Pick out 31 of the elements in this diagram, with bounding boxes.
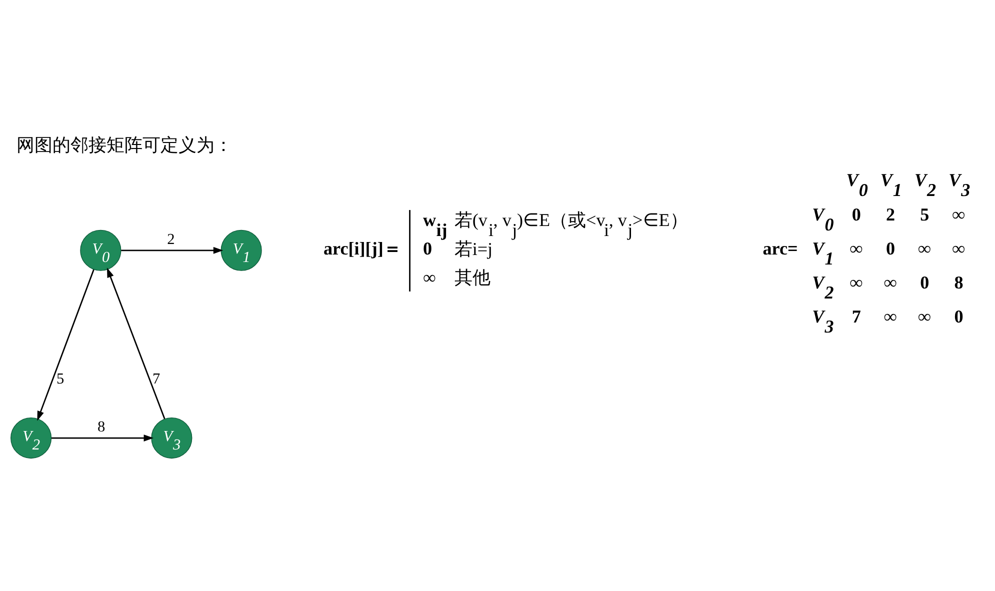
arrow: [37, 268, 94, 420]
label: ∞: [952, 204, 966, 224]
arrow: [52, 434, 154, 441]
label: 2: [886, 204, 896, 224]
label: 0: [852, 204, 861, 224]
label: 5: [920, 204, 930, 224]
label: arc=: [762, 238, 798, 258]
label: 0: [886, 238, 896, 258]
label: 0: [920, 272, 930, 292]
label: ∞: [850, 238, 863, 258]
edge-label: 5: [56, 370, 64, 387]
edge-label: 2: [167, 230, 175, 248]
arrow: [106, 267, 166, 419]
label: ∞: [884, 272, 897, 292]
label: arc[i][j]＝: [323, 238, 402, 258]
edge-label: 7: [152, 370, 160, 387]
label: ∞: [850, 272, 863, 292]
diagram-title: 网图的邻接矩阵可定义为：: [16, 134, 232, 155]
label: 其他: [454, 267, 490, 288]
label: ∞: [423, 267, 436, 288]
label: ∞: [952, 238, 966, 258]
edge-label: 8: [98, 418, 106, 435]
label: 7: [852, 306, 861, 326]
label: ∞: [918, 238, 931, 258]
label: 0: [423, 238, 432, 258]
label: 若i=j: [454, 238, 493, 259]
label: ∞: [884, 306, 897, 326]
label: ∞: [918, 306, 931, 326]
label: 0: [954, 306, 964, 326]
label: 8: [954, 272, 964, 292]
arrow: [121, 246, 224, 254]
